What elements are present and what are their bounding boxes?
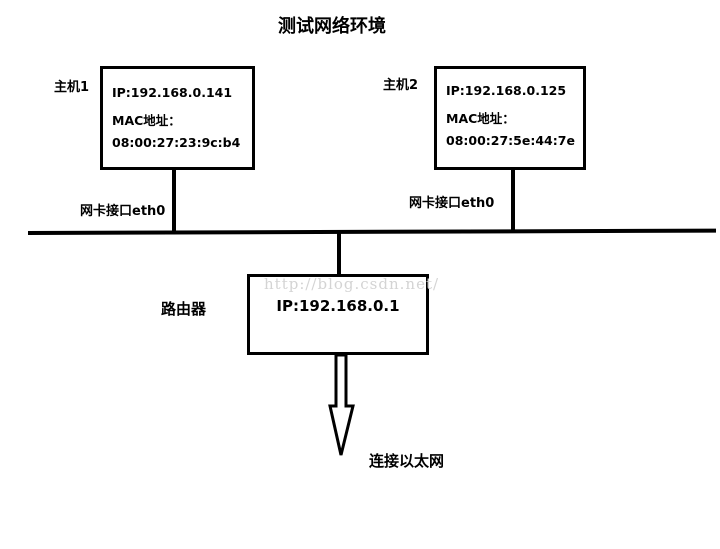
ethernet-label: 连接以太网 bbox=[369, 452, 445, 470]
host2-mac-label: MAC地址： bbox=[446, 111, 515, 126]
host1-mac-label: MAC地址： bbox=[112, 113, 181, 128]
host2-link bbox=[511, 170, 515, 232]
host1-ip: IP:192.168.0.141 bbox=[112, 85, 233, 100]
router-link bbox=[337, 233, 341, 275]
router-ip: IP:192.168.0.1 bbox=[276, 297, 400, 315]
host1-nic-label: 网卡接口eth0 bbox=[80, 204, 166, 219]
host2-mac: 08:00:27:5e:44:7e bbox=[446, 133, 575, 148]
host2-nic-label: 网卡接口eth0 bbox=[409, 196, 495, 211]
watermark-text: http://blog.csdn.net/ bbox=[264, 275, 440, 293]
ethernet-arrow-shape bbox=[328, 353, 355, 456]
host2-name: 主机2 bbox=[383, 78, 419, 93]
host2-ip: IP:192.168.0.125 bbox=[446, 83, 567, 98]
host1-mac: 08:00:27:23:9c:b4 bbox=[112, 135, 241, 150]
host1-name: 主机1 bbox=[54, 80, 90, 95]
host1-box: IP:192.168.0.141 MAC地址： 08:00:27:23:9c:b… bbox=[100, 66, 255, 170]
diagram-title: 测试网络环境 bbox=[278, 16, 386, 37]
router-name: 路由器 bbox=[161, 300, 207, 318]
host1-link bbox=[172, 170, 176, 232]
host2-box: IP:192.168.0.125 MAC地址： 08:00:27:5e:44:7… bbox=[434, 66, 586, 170]
